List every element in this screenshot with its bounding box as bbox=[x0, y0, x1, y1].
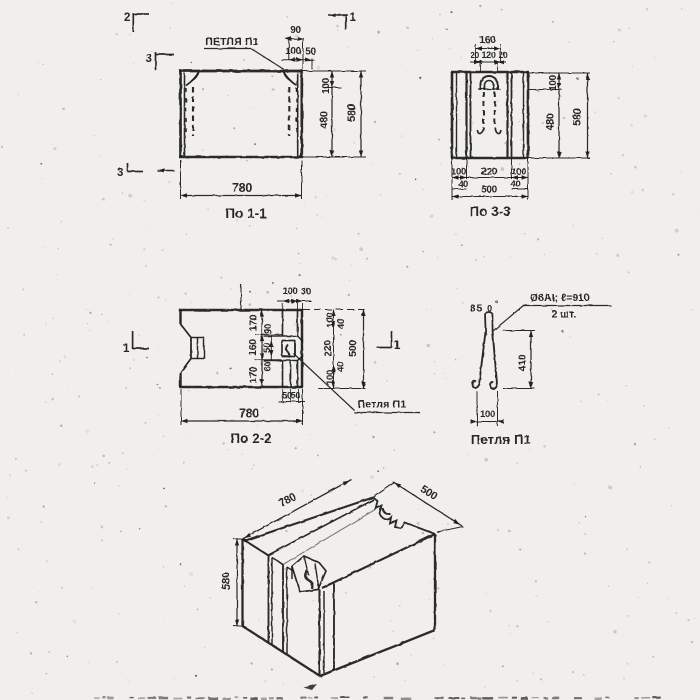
svg-text:480: 480 bbox=[545, 113, 557, 131]
svg-text:50: 50 bbox=[282, 391, 292, 401]
svg-text:1: 1 bbox=[349, 12, 356, 24]
svg-text:780: 780 bbox=[232, 181, 252, 195]
svg-text:220: 220 bbox=[323, 340, 334, 357]
svg-text:50: 50 bbox=[262, 343, 273, 353]
svg-text:90: 90 bbox=[290, 25, 301, 36]
svg-text:90: 90 bbox=[263, 324, 274, 334]
svg-text:60: 60 bbox=[263, 362, 274, 372]
svg-text:°: ° bbox=[495, 299, 499, 309]
svg-text:580: 580 bbox=[572, 108, 584, 126]
svg-text:580: 580 bbox=[221, 572, 233, 590]
svg-text:100: 100 bbox=[548, 74, 559, 91]
svg-text:100: 100 bbox=[321, 77, 332, 94]
svg-text:Ø8АI; ℓ=910: Ø8АI; ℓ=910 bbox=[530, 292, 590, 304]
svg-text:780: 780 bbox=[239, 407, 259, 421]
svg-text:100: 100 bbox=[480, 409, 495, 420]
svg-text:Петля П1: Петля П1 bbox=[358, 399, 407, 411]
svg-text:500: 500 bbox=[481, 185, 498, 196]
svg-text:480: 480 bbox=[319, 111, 331, 129]
svg-text:Петля П1: Петля П1 bbox=[471, 432, 531, 447]
svg-text:По 3-3: По 3-3 bbox=[469, 204, 511, 219]
svg-text:40: 40 bbox=[458, 179, 468, 190]
svg-text:220: 220 bbox=[481, 167, 498, 178]
svg-text:1: 1 bbox=[394, 340, 401, 352]
svg-text:3: 3 bbox=[117, 167, 123, 179]
svg-text:100: 100 bbox=[325, 370, 336, 385]
svg-text:410: 410 bbox=[517, 354, 529, 371]
svg-text:3: 3 bbox=[145, 53, 151, 65]
svg-text:50: 50 bbox=[291, 391, 301, 401]
svg-text:580: 580 bbox=[346, 104, 358, 122]
svg-text:170: 170 bbox=[248, 366, 260, 383]
svg-text:40: 40 bbox=[511, 179, 521, 190]
svg-text:30: 30 bbox=[301, 287, 311, 298]
svg-text:85: 85 bbox=[470, 303, 484, 315]
svg-text:2 шт.: 2 шт. bbox=[552, 309, 577, 321]
svg-text:100: 100 bbox=[451, 167, 466, 178]
svg-text:20: 20 bbox=[499, 50, 508, 60]
svg-text:160: 160 bbox=[247, 339, 259, 356]
svg-text:2: 2 bbox=[124, 12, 130, 24]
svg-text:100: 100 bbox=[283, 286, 298, 297]
svg-text:170: 170 bbox=[248, 314, 260, 331]
svg-text:120: 120 bbox=[481, 50, 495, 60]
svg-text:500: 500 bbox=[347, 340, 359, 357]
svg-text:40: 40 bbox=[336, 362, 347, 372]
svg-text:ПЕТЛЯ П1: ПЕТЛЯ П1 bbox=[205, 36, 259, 48]
svg-text:100: 100 bbox=[285, 46, 302, 57]
svg-text:100: 100 bbox=[325, 313, 336, 328]
svg-text:160: 160 bbox=[479, 34, 496, 46]
svg-text:По 2-2: По 2-2 bbox=[230, 431, 271, 446]
svg-text:0: 0 bbox=[487, 304, 492, 314]
svg-text:50: 50 bbox=[305, 47, 316, 58]
svg-text:По 1-1: По 1-1 bbox=[225, 206, 267, 221]
svg-text:1: 1 bbox=[123, 343, 130, 355]
svg-text:40: 40 bbox=[336, 319, 347, 329]
svg-text:100: 100 bbox=[511, 167, 526, 178]
svg-text:20: 20 bbox=[470, 50, 479, 60]
